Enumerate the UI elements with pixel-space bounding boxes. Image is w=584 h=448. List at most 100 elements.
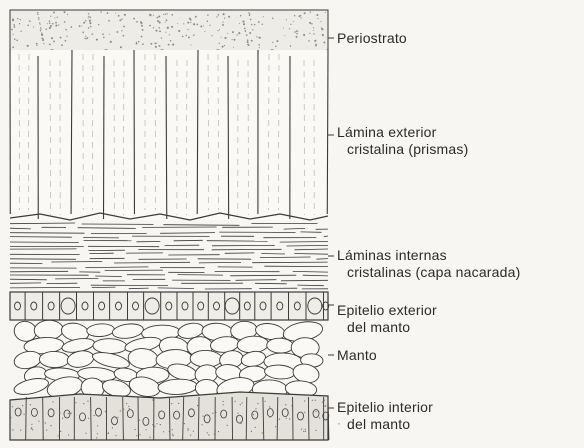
stipple-dot bbox=[149, 25, 151, 27]
stipple-dot bbox=[121, 30, 122, 31]
stipple-dot bbox=[49, 20, 51, 22]
mantle-cell bbox=[93, 338, 127, 354]
nacre-lamella bbox=[10, 242, 79, 243]
stipple-dot bbox=[40, 24, 41, 25]
nacre-lamella bbox=[174, 240, 203, 241]
stipple-dot bbox=[20, 31, 21, 32]
nacreous-layer bbox=[10, 223, 328, 289]
stipple-dot bbox=[163, 14, 164, 15]
label-prismatic-line2: cristalina (prismas) bbox=[337, 141, 468, 158]
inner-cell-granule bbox=[285, 404, 286, 405]
stipple-dot bbox=[79, 25, 81, 27]
inner-cell-granule bbox=[156, 423, 157, 424]
stipple-dot bbox=[156, 43, 157, 44]
label-inner-epithelium-line1: Epitelio interior bbox=[337, 399, 433, 415]
inner-cell-granule bbox=[193, 431, 194, 432]
stipple-dot bbox=[49, 22, 51, 24]
nacre-lamella bbox=[10, 228, 31, 229]
nacre-lamella bbox=[10, 271, 68, 272]
inner-cell-granule bbox=[187, 428, 188, 429]
stipple-dot bbox=[38, 19, 39, 20]
stipple-dot bbox=[155, 46, 157, 48]
inner-cell-granule bbox=[91, 410, 92, 411]
inner-cell-granule bbox=[112, 427, 113, 428]
stipple-dot bbox=[222, 22, 223, 23]
stipple-dot bbox=[251, 24, 252, 25]
stipple-dot bbox=[49, 44, 51, 46]
stipple-dot bbox=[88, 27, 90, 29]
nacre-lamella bbox=[92, 287, 116, 288]
stipple-dot bbox=[39, 22, 41, 24]
stipple-dot bbox=[67, 14, 68, 15]
stipple-dot bbox=[60, 37, 62, 39]
stipple-dot bbox=[232, 39, 233, 40]
label-nacreous-layer: Láminas internas cristalinas (capa nacar… bbox=[337, 247, 520, 281]
stipple-dot bbox=[218, 14, 220, 16]
nacre-lamella bbox=[158, 288, 194, 289]
stipple-dot bbox=[12, 46, 14, 48]
inner-cell-granule bbox=[326, 419, 327, 420]
stipple-dot bbox=[310, 11, 311, 12]
inner-cell-granule bbox=[236, 416, 237, 417]
stipple-dot bbox=[71, 26, 73, 28]
inner-cell-granule bbox=[319, 417, 320, 418]
inner-cell-granule bbox=[279, 419, 280, 420]
stipple-dot bbox=[236, 34, 237, 35]
inner-cell-granule bbox=[135, 429, 136, 430]
inner-cell-granule bbox=[128, 406, 129, 407]
inner-cell-wall bbox=[26, 397, 27, 440]
inner-cell-granule bbox=[240, 404, 241, 405]
stipple-dot bbox=[61, 44, 63, 46]
inner-cell-granule bbox=[31, 424, 32, 425]
stipple-dot bbox=[155, 30, 157, 32]
inner-cell-granule bbox=[208, 434, 209, 435]
stipple-dot bbox=[171, 26, 173, 28]
nacre-lamella bbox=[252, 262, 328, 263]
inner-cell-granule bbox=[197, 405, 198, 406]
inner-cell-granule bbox=[237, 413, 238, 414]
inner-cell-granule bbox=[286, 418, 287, 419]
stipple-dot bbox=[82, 32, 84, 34]
stipple-dot bbox=[123, 26, 125, 28]
inner-cell-granule bbox=[152, 399, 153, 400]
stipple-dot bbox=[209, 25, 210, 26]
outer-epithelium-layer bbox=[10, 292, 329, 320]
stipple-dot bbox=[17, 18, 18, 19]
stipple-dot bbox=[276, 40, 278, 42]
stipple-dot bbox=[88, 17, 89, 18]
stipple-dot bbox=[158, 16, 160, 18]
inner-cell-granule bbox=[305, 429, 306, 430]
inner-cell-granule bbox=[83, 403, 84, 404]
inner-cell-granule bbox=[324, 400, 325, 401]
stipple-dot bbox=[19, 23, 20, 24]
inner-cell-granule bbox=[20, 430, 21, 431]
inner-cell-granule bbox=[12, 406, 13, 407]
nacre-lamella bbox=[10, 223, 75, 224]
stipple-dot bbox=[293, 21, 294, 22]
stipple-dot bbox=[247, 44, 249, 46]
nacre-lamella bbox=[163, 225, 239, 226]
inner-cell-granule bbox=[202, 424, 203, 425]
nacre-lamella bbox=[178, 275, 224, 276]
stipple-dot bbox=[115, 12, 116, 13]
inner-cell-granule bbox=[68, 434, 69, 435]
nacre-lamella bbox=[10, 259, 76, 260]
inner-cell-wall bbox=[169, 397, 170, 440]
stipple-dot bbox=[40, 27, 41, 28]
stipple-dot bbox=[222, 46, 224, 48]
inner-cell-granule bbox=[275, 426, 276, 427]
stipple-dot bbox=[42, 38, 43, 39]
stipple-dot bbox=[303, 34, 305, 36]
nacre-lamella bbox=[255, 283, 287, 284]
stipple-dot bbox=[102, 33, 104, 35]
inner-cell-granule bbox=[212, 413, 213, 414]
inner-cell-granule bbox=[251, 431, 252, 432]
stipple-dot bbox=[13, 24, 15, 26]
inner-cell-granule bbox=[88, 418, 89, 419]
mantle-cell bbox=[86, 323, 114, 337]
stipple-dot bbox=[217, 30, 218, 31]
stipple-dot bbox=[167, 27, 169, 29]
stipple-dot bbox=[251, 40, 253, 42]
stipple-dot bbox=[246, 34, 248, 36]
stipple-dot bbox=[159, 45, 161, 47]
